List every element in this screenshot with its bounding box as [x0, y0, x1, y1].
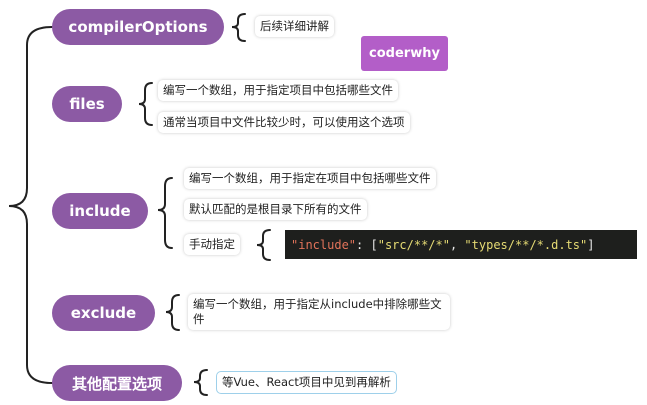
coderwhy-tag: coderwhy [361, 36, 448, 71]
node-include: include [52, 193, 148, 229]
node-other-options: 其他配置选项 [52, 365, 182, 401]
brace-compileroptions [231, 13, 246, 42]
note-compileroptions: 后续详细讲解 [255, 16, 334, 37]
brace-other [193, 369, 208, 396]
code-close: ] [587, 237, 595, 252]
note-exclude: 编写一个数组，用于指定从include中排除哪些文件 [188, 294, 450, 330]
node-compileroptions: compilerOptions [52, 9, 224, 45]
note-files-1: 编写一个数组，用于指定项目中包括哪些文件 [158, 80, 398, 101]
code-key: "include" [291, 237, 357, 252]
code-comma: , [449, 237, 465, 252]
note-include-3: 手动指定 [184, 234, 240, 255]
node-files: files [52, 86, 122, 122]
code-value-2: "types/**/*.d.ts" [464, 237, 588, 252]
note-files-2: 通常当项目中文件比较少时，可以使用这个选项 [158, 112, 410, 133]
code-value-1: "src/**/*" [377, 237, 450, 252]
note-include-2: 默认匹配的是根目录下所有的文件 [184, 199, 367, 220]
root-brace [8, 26, 53, 384]
brace-files [138, 82, 153, 126]
brace-include [157, 177, 173, 249]
brace-manual [256, 229, 271, 261]
brace-exclude [165, 294, 180, 331]
node-exclude: exclude [52, 295, 155, 331]
code-colon: : [ [356, 237, 378, 252]
note-include-1: 编写一个数组，用于指定在项目中包括哪些文件 [184, 168, 436, 189]
code-include-example: "include": ["src/**/*", "types/**/*.d.ts… [285, 230, 637, 259]
note-other-options: 等Vue、React项目中见到再解析 [216, 371, 397, 394]
